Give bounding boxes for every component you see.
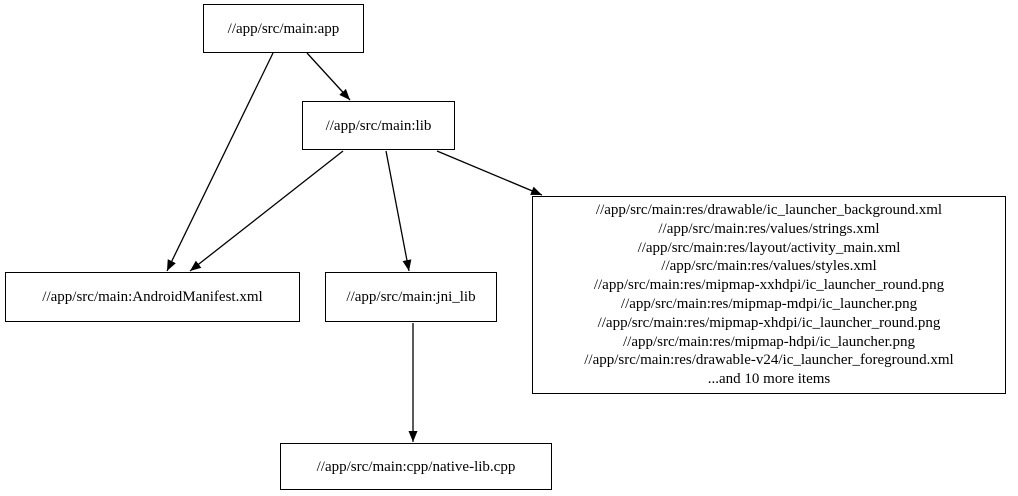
res-file-item: //app/src/main:res/layout/activity_main.…	[637, 239, 901, 256]
edge-app-to-lib	[306, 52, 351, 101]
graph-node-app-label: //app/src/main:app	[227, 20, 340, 37]
res-file-item: //app/src/main:res/values/styles.xml	[661, 258, 877, 275]
graph-node-native-lib-cpp-label: //app/src/main:cpp/native-lib.cpp	[316, 458, 516, 475]
graph-node-lib-label: //app/src/main:lib	[325, 117, 432, 134]
edge-lib-to-jni-lib	[385, 150, 412, 272]
graph-node-app: //app/src/main:app	[203, 4, 364, 53]
graph-node-res-filegroup: //app/src/main:res/drawable/ic_launcher_…	[532, 196, 1006, 394]
res-more-items-note: ...and 10 more items	[707, 371, 831, 388]
res-file-item: //app/src/main:res/mipmap-xxhdpi/ic_laun…	[593, 277, 945, 294]
graph-node-jni-lib: //app/src/main:jni_lib	[325, 272, 497, 322]
graph-node-jni-lib-label: //app/src/main:jni_lib	[346, 289, 476, 305]
res-file-item: //app/src/main:res/mipmap-xhdpi/ic_launc…	[597, 314, 941, 331]
edge-lib-to-manifest	[189, 150, 344, 272]
graph-node-android-manifest: //app/src/main:AndroidManifest.xml	[5, 272, 300, 322]
graph-node-native-lib-cpp: //app/src/main:cpp/native-lib.cpp	[280, 443, 552, 490]
graph-node-android-manifest-label: //app/src/main:AndroidManifest.xml	[42, 289, 263, 305]
res-file-item: //app/src/main:res/drawable/ic_launcher_…	[595, 202, 943, 219]
edge-lib-to-res-filegroup	[436, 150, 543, 196]
edge-app-to-manifest	[166, 52, 274, 272]
graph-node-lib: //app/src/main:lib	[302, 101, 455, 150]
res-file-item: //app/src/main:res/values/strings.xml	[658, 220, 880, 237]
res-file-item: //app/src/main:res/mipmap-hdpi/ic_launch…	[622, 333, 915, 350]
res-file-item: //app/src/main:res/drawable-v24/ic_launc…	[584, 352, 954, 369]
res-file-item: //app/src/main:res/mipmap-mdpi/ic_launch…	[620, 296, 918, 312]
